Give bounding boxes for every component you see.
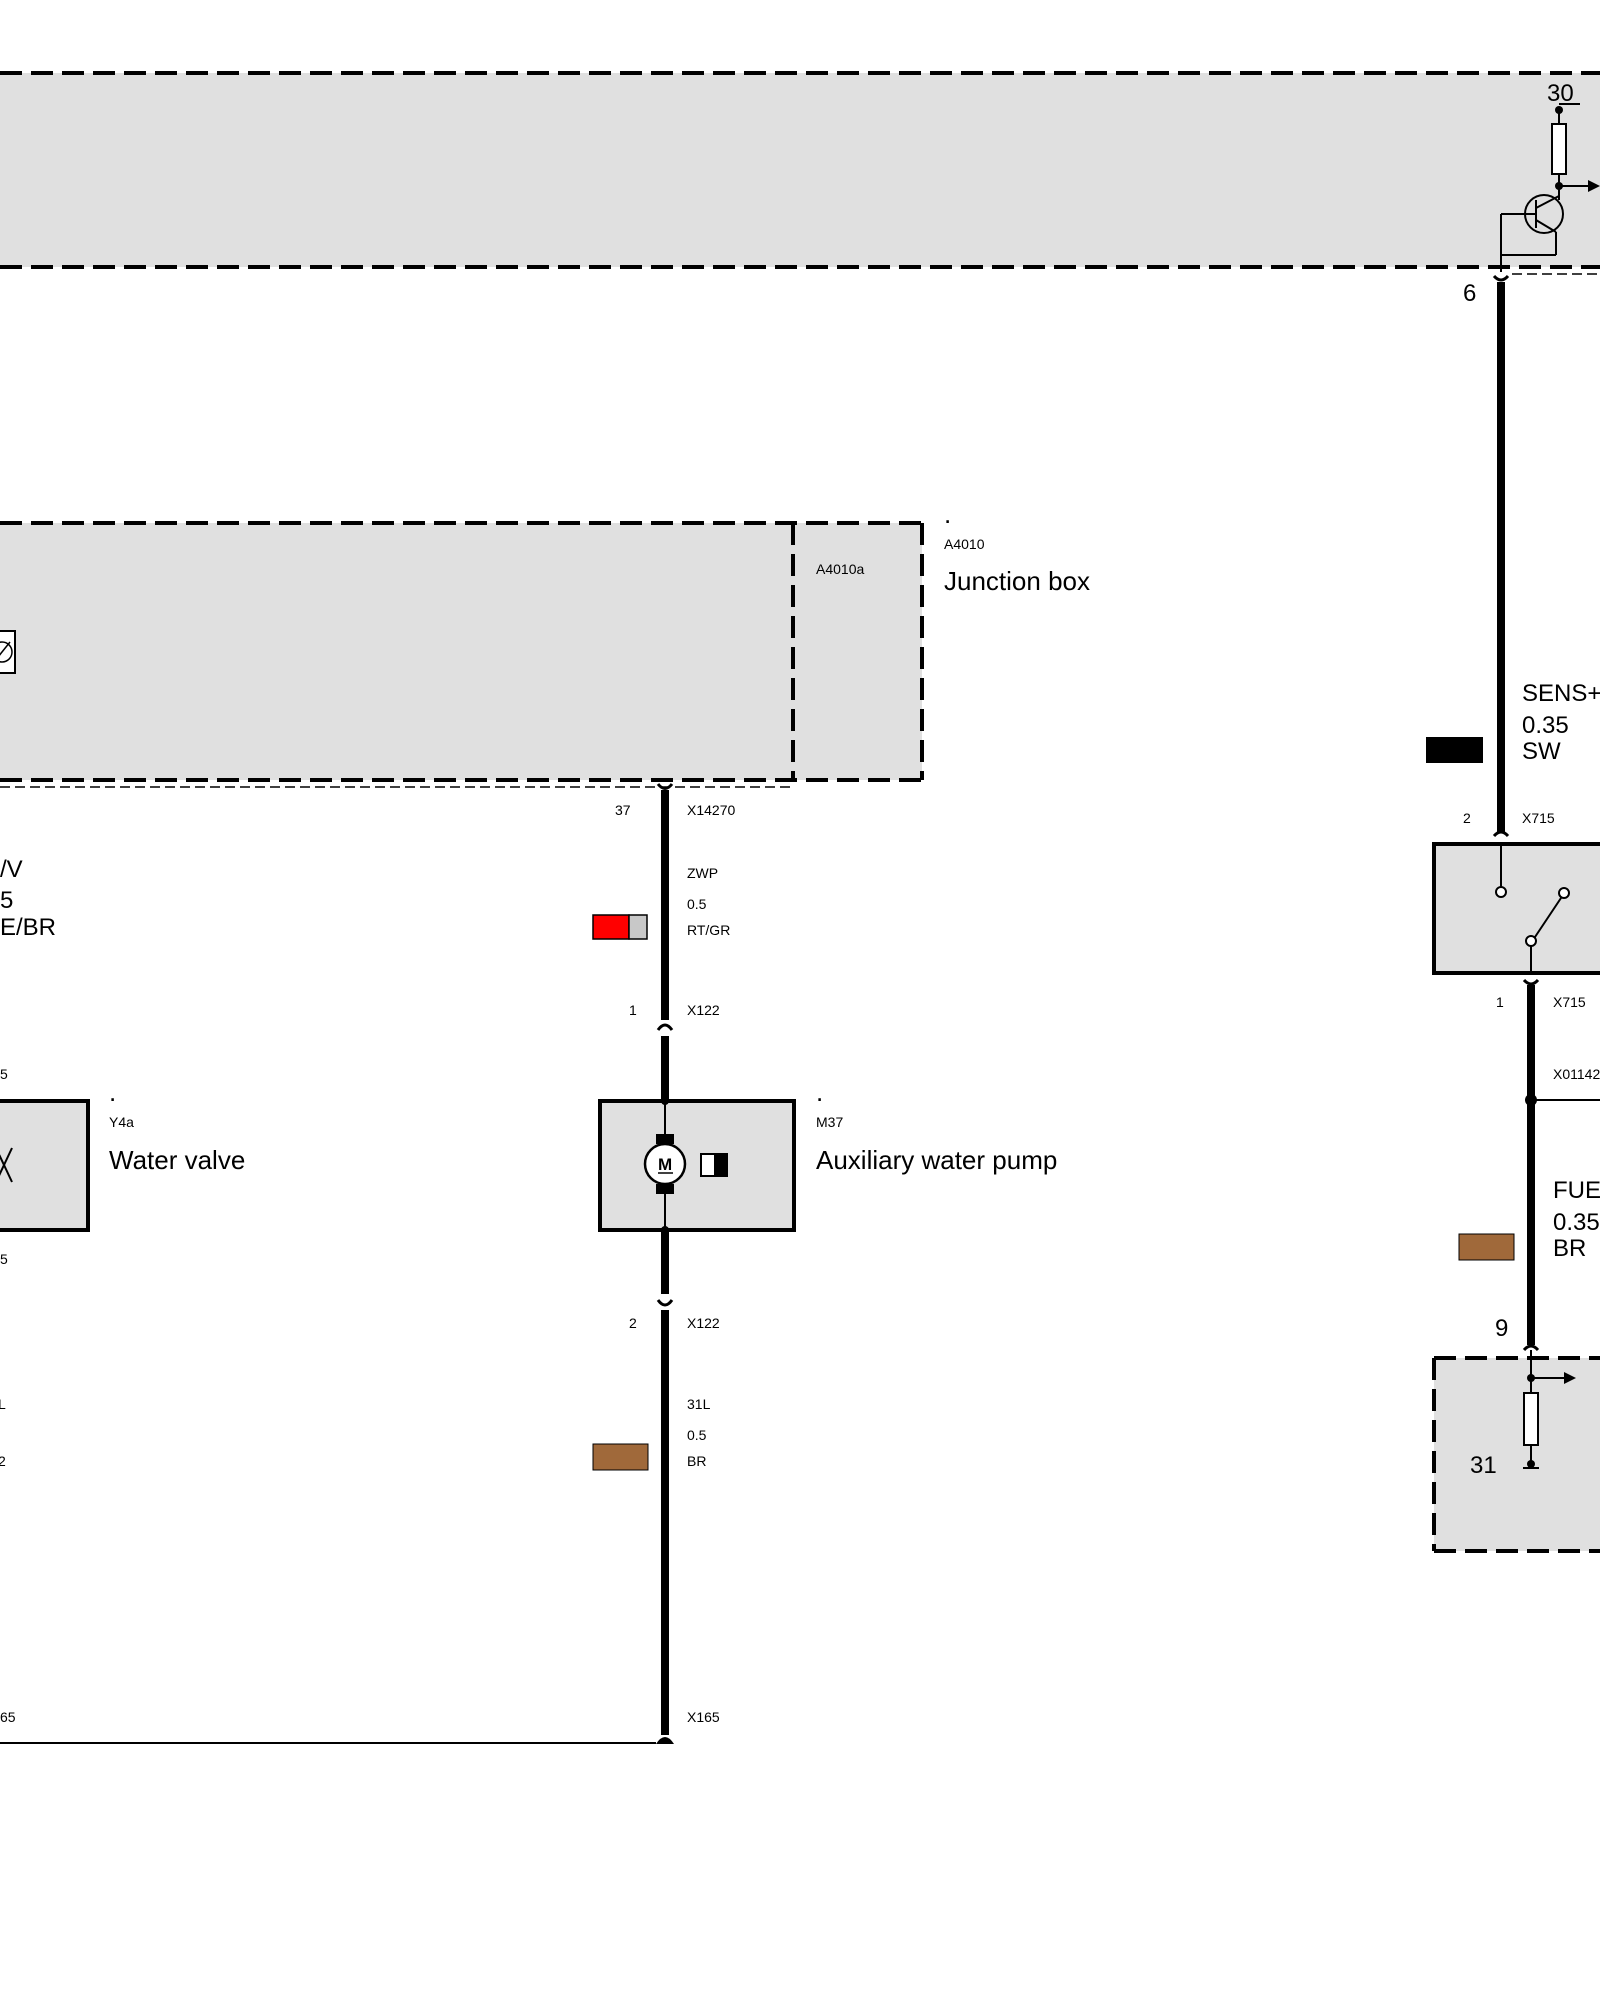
top-control-module: 30 6 [0, 71, 1600, 307]
pump-ground-gauge: 0.5 [687, 1427, 707, 1443]
resistor-icon [1551, 123, 1567, 175]
pump-dot: . [816, 1077, 823, 1107]
wire-fue-signal: FUE [1553, 1177, 1600, 1204]
switch-contact-icon [1495, 886, 1507, 898]
pump-ground-signal: 31L [687, 1396, 711, 1412]
left-wire-gauge: 5 [0, 887, 13, 914]
left-ground-color: 2 [0, 1453, 6, 1469]
junction-box-dot: . [944, 499, 951, 529]
pin-6-label: 6 [1463, 280, 1476, 307]
wire-sens-color: SW [1522, 738, 1561, 765]
wire-fue-color: BR [1553, 1235, 1586, 1262]
pump-ground-wire: 31L 0.5 BR [592, 1310, 711, 1735]
junction-box: A4010a . A4010 Junction box [0, 499, 1090, 788]
pump-name: Auxiliary water pump [816, 1145, 1057, 1175]
switch-x715: 2 X715 1 X715 [1432, 810, 1600, 1010]
left-wire-color: E/BR [0, 914, 56, 941]
pump-conn-bottom: 2 X122 [629, 1230, 720, 1331]
valve-code: Y4a [109, 1114, 134, 1130]
sensor-resistor-icon [1523, 1392, 1539, 1446]
pump-upper-wire: 37 X14270 ZWP 0.5 RT/GR [592, 783, 735, 1020]
wire-fue-gauge: 0.35 [1553, 1209, 1600, 1236]
terminal-31-label: 31 [1470, 1452, 1497, 1479]
left-ground-signal: L [0, 1396, 6, 1412]
switch-bottom-conn: X715 [1553, 994, 1586, 1010]
pump-conn-bottom-pin: 2 [629, 1315, 637, 1331]
wire-color-swatch-black [1426, 737, 1483, 763]
fuse-icon [0, 630, 16, 674]
pump-upper-signal: ZWP [687, 865, 718, 881]
wire-sens: SENS+ 0.35 SW [1426, 274, 1600, 832]
valve-name: Water valve [109, 1145, 245, 1175]
pump-ground-color: BR [687, 1453, 706, 1469]
left-ground-partial: L 2 [0, 1396, 6, 1469]
ground-conn-label: X165 [687, 1709, 720, 1725]
wire-fue: X01142 FUE 0.35 BR [1458, 985, 1600, 1345]
left-wire-signal: /V [0, 856, 23, 883]
pump-upper-conn: X14270 [687, 802, 735, 818]
wire-sens-gauge: 0.35 [1522, 712, 1569, 739]
fuel-level-sensor: 9 31 [1432, 1315, 1600, 1553]
junction-box-subcode: A4010a [816, 561, 864, 577]
auxiliary-water-pump: M . M37 Auxiliary water pump [598, 1077, 1057, 1234]
motor-symbol: M [658, 1155, 672, 1174]
pump-status-icon [700, 1153, 728, 1177]
pump-conn-bottom-label: X122 [687, 1315, 720, 1331]
valve-pin-top: 5 [0, 1066, 8, 1082]
pump-code: M37 [816, 1114, 843, 1130]
valve-icon [0, 1147, 13, 1183]
water-valve: 5 5 . Y4a Water valve [0, 1066, 245, 1267]
pump-conn-top: 1 X122 [629, 1002, 720, 1101]
valve-pin-bottom: 5 [0, 1251, 8, 1267]
wire-color-swatch-brown-pump [592, 1443, 649, 1471]
wire-color-swatch-red-gray [592, 914, 648, 940]
splice-label: X01142 [1553, 1066, 1600, 1082]
pump-conn-top-pin: 1 [629, 1002, 637, 1018]
ground-conn-left-label: 65 [0, 1709, 16, 1725]
terminal-30-label: 30 [1547, 80, 1574, 107]
wire-color-swatch-brown [1458, 1233, 1515, 1261]
left-wire-partial: /V 5 E/BR [0, 856, 56, 941]
switch-top-pin: 2 [1463, 810, 1471, 826]
pump-conn-top-label: X122 [687, 1002, 720, 1018]
junction-box-name: Junction box [944, 566, 1090, 596]
valve-dot: . [109, 1077, 116, 1107]
pump-upper-gauge: 0.5 [687, 896, 707, 912]
pump-upper-pin: 37 [615, 802, 631, 818]
wire-sens-signal: SENS+ [1522, 680, 1600, 707]
transistor-icon [1500, 194, 1564, 272]
pump-upper-color: RT/GR [687, 922, 730, 938]
switch-bottom-pin: 1 [1496, 994, 1504, 1010]
pin-9-label: 9 [1495, 1315, 1508, 1342]
ground-point-x165: X165 65 [0, 1709, 720, 1744]
switch-top-conn: X715 [1522, 810, 1555, 826]
junction-box-code: A4010 [944, 536, 985, 552]
